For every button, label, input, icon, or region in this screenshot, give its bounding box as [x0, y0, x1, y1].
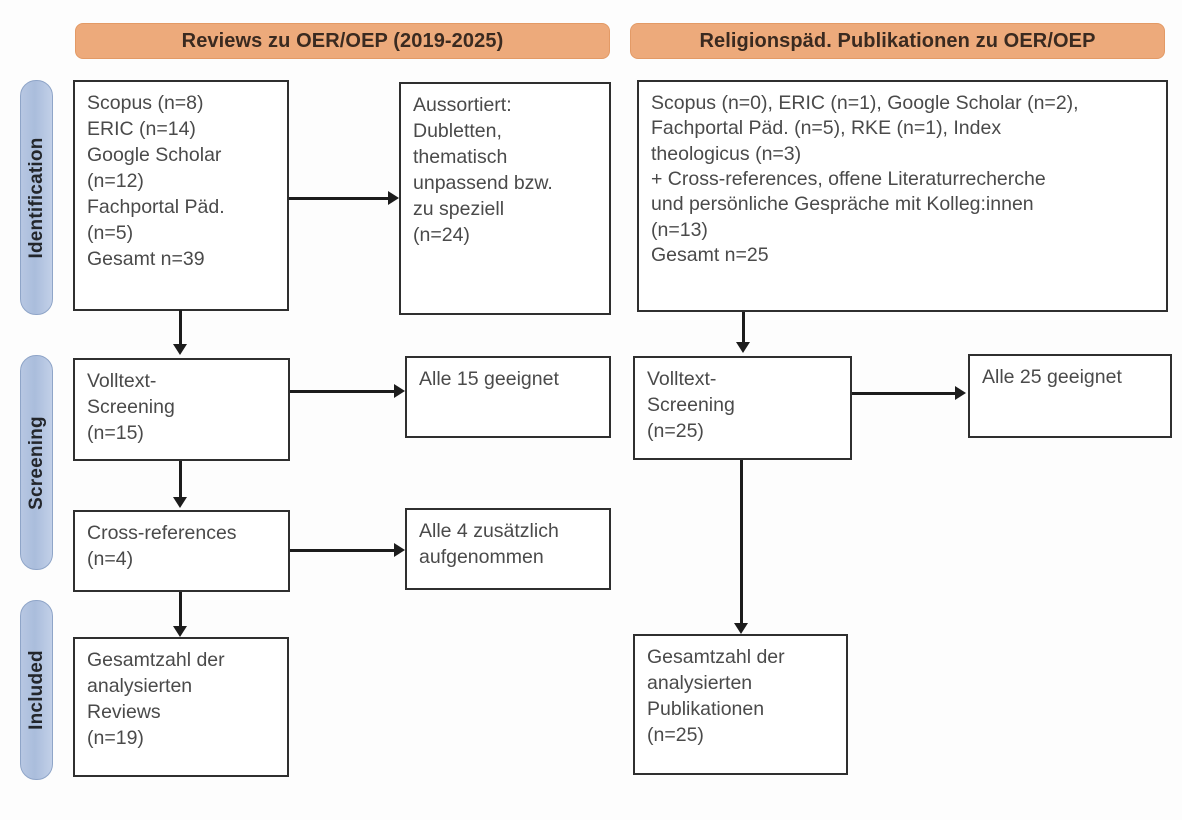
box-left-cross-references: Cross-references (n=4) — [73, 510, 290, 592]
connector-left-identification-to-excluded — [289, 197, 389, 200]
phase-label-screening: Screening — [25, 415, 47, 510]
box-right-fulltext-result: Alle 25 geeignet — [968, 354, 1172, 438]
phase-label-identification: Identification — [25, 136, 47, 259]
connector-left-screening-to-result — [290, 390, 396, 393]
arrowhead-right-screening-to-included — [734, 623, 748, 634]
arrowhead-left-identification-to-screening — [173, 344, 187, 355]
connector-right-screening-to-included — [740, 460, 743, 625]
arrowhead-left-crossrefs-to-result — [394, 543, 405, 557]
arrowhead-left-screening-to-result — [394, 384, 405, 398]
box-left-cross-references-result: Alle 4 zusätzlich aufgenommen — [405, 508, 611, 590]
connector-left-crossrefs-to-result — [290, 549, 396, 552]
box-left-included-total: Gesamtzahl der analysierten Reviews (n=1… — [73, 637, 289, 777]
box-left-fulltext-result: Alle 15 geeignet — [405, 356, 611, 438]
arrowhead-right-screening-to-result — [955, 386, 966, 400]
box-right-fulltext-screening: Volltext- Screening (n=25) — [633, 356, 852, 460]
phase-pill-identification: Identification — [20, 80, 53, 315]
connector-right-identification-to-screening — [742, 312, 745, 344]
arrowhead-left-screening-to-crossrefs — [173, 497, 187, 508]
phase-pill-screening: Screening — [20, 355, 53, 570]
connector-left-identification-to-screening — [179, 310, 182, 346]
arrowhead-left-crossrefs-to-included — [173, 626, 187, 637]
column-header-reviews-label: Reviews zu OER/OEP (2019-2025) — [181, 29, 504, 52]
connector-right-screening-to-result — [852, 392, 957, 395]
column-header-religionspaed: Religionspäd. Publikationen zu OER/OEP — [630, 23, 1165, 59]
arrowhead-left-identification-to-excluded — [388, 191, 399, 205]
box-left-excluded: Aussortiert: Dubletten, thematisch unpas… — [399, 82, 611, 315]
box-right-identification-sources: Scopus (n=0), ERIC (n=1), Google Scholar… — [637, 80, 1168, 312]
column-header-religionspaed-label: Religionspäd. Publikationen zu OER/OEP — [699, 29, 1096, 52]
box-left-fulltext-screening: Volltext- Screening (n=15) — [73, 358, 290, 461]
box-left-identification-sources: Scopus (n=8) ERIC (n=14) Google Scholar … — [73, 80, 289, 311]
connector-left-screening-to-crossrefs — [179, 461, 182, 499]
connector-left-crossrefs-to-included — [179, 592, 182, 628]
arrowhead-right-identification-to-screening — [736, 342, 750, 353]
column-header-reviews: Reviews zu OER/OEP (2019-2025) — [75, 23, 610, 59]
phase-label-included: Included — [25, 650, 47, 730]
phase-pill-included: Included — [20, 600, 53, 780]
box-right-included-total: Gesamtzahl der analysierten Publikatione… — [633, 634, 848, 775]
